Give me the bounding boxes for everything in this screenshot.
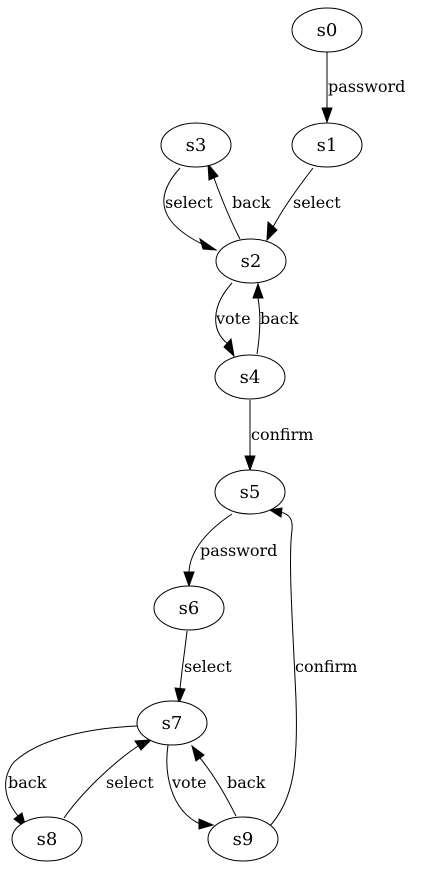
state-label-s3: s3 [186,135,207,156]
edge-label-s7-s9: vote [171,773,207,792]
state-label-s4: s4 [240,367,261,388]
edge-s6-s7: select [174,630,232,705]
edge-label-s2-s3: back [232,193,271,212]
edge-s3-s2: select [163,167,218,251]
edge-label-s0-s1: password [328,77,405,96]
edge-label-s6-s7: select [184,657,232,676]
state-node-s4: s4 [214,354,286,400]
state-node-s3: s3 [160,122,232,168]
state-node-s1: s1 [291,122,363,168]
state-node-s2: s2 [215,238,287,284]
edge-s7-s9: vote [166,744,215,830]
state-label-s9: s9 [233,829,254,850]
state-label-s0: s0 [317,20,338,41]
state-label-s2: s2 [241,251,262,272]
edge-s1-s2: select [266,167,341,242]
state-label-s8: s8 [37,829,58,850]
edge-label-s3-s2: select [165,193,213,212]
edge-s2-s3: back [207,162,271,240]
state-label-s5: s5 [240,482,261,503]
edge-label-s8-s7: select [106,773,154,792]
edge-s9-s5: confirm [267,507,357,829]
edge-s8-s7: select [63,739,154,819]
state-node-s9: s9 [207,816,279,862]
state-label-s1: s1 [317,135,338,156]
edge-label-s7-s8: back [8,773,47,792]
edge-label-s4-s5: confirm [251,425,313,444]
state-node-s7: s7 [136,700,208,746]
edge-label-s4-s2: back [260,309,299,328]
state-node-s8: s8 [11,816,83,862]
edge-label-s2-s4: vote [215,309,251,328]
state-label-s7: s7 [162,713,183,734]
edge-s9-s7: back [191,744,266,817]
edge-s2-s4: vote [215,282,251,358]
edge-s4-s5: confirm [244,400,313,472]
edge-label-s9-s5: confirm [295,657,357,676]
edge-s5-s6: password [183,513,277,588]
state-node-s0: s0 [291,7,363,53]
state-node-s5: s5 [214,469,286,515]
state-label-s6: s6 [179,598,200,619]
state-node-s6: s6 [153,585,225,631]
edge-label-s1-s2: select [293,193,341,212]
edge-s0-s1: password [321,52,405,124]
edge-s4-s2: back [252,282,299,355]
edge-label-s5-s6: password [200,541,277,560]
edge-label-s9-s7: back [227,773,266,792]
